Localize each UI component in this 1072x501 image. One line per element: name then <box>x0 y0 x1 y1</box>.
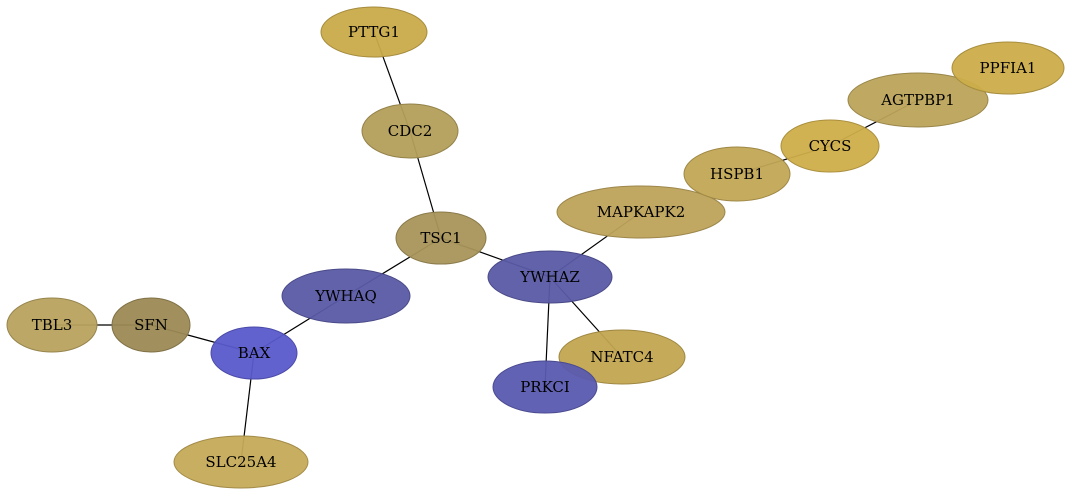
node-label-ywhaq: YWHAQ <box>314 287 377 305</box>
node-label-mapkapk2: MAPKAPK2 <box>597 203 686 221</box>
node-label-bax: BAX <box>238 344 271 362</box>
node-shape-mapkapk2 <box>556 185 726 239</box>
node-label-prkci: PRKCI <box>520 378 570 396</box>
node-shape-pttg1 <box>320 6 428 58</box>
node-label-sfn: SFN <box>134 316 168 334</box>
node-label-hspb1: HSPB1 <box>710 165 764 183</box>
node-label-nfatc4: NFATC4 <box>590 348 653 366</box>
node-shape-prkci <box>492 360 598 414</box>
node-label-cdc2: CDC2 <box>388 122 433 140</box>
node-sfn[interactable]: SFN <box>111 297 191 353</box>
edges-layer <box>52 31 919 463</box>
node-shape-cycs <box>780 119 880 173</box>
node-label-ywhaz: YWHAZ <box>519 268 580 286</box>
node-tbl3[interactable]: TBL3 <box>6 297 98 353</box>
node-shape-ywhaq <box>281 268 411 324</box>
node-shape-cdc2 <box>361 103 459 159</box>
node-ppfia1[interactable]: PPFIA1 <box>951 41 1065 95</box>
node-shape-sfn <box>111 297 191 353</box>
node-prkci[interactable]: PRKCI <box>492 360 598 414</box>
node-slc25a4[interactable]: SLC25A4 <box>173 435 309 489</box>
node-ywhaz[interactable]: YWHAZ <box>487 250 613 304</box>
node-shape-tbl3 <box>6 297 98 353</box>
node-shape-agtpbp1 <box>847 72 989 128</box>
node-label-pttg1: PTTG1 <box>348 23 400 41</box>
node-label-cycs: CYCS <box>809 137 852 155</box>
node-shape-ppfia1 <box>951 41 1065 95</box>
node-hspb1[interactable]: HSPB1 <box>683 146 791 202</box>
node-cycs[interactable]: CYCS <box>780 119 880 173</box>
node-mapkapk2[interactable]: MAPKAPK2 <box>556 185 726 239</box>
node-shape-hspb1 <box>683 146 791 202</box>
node-shape-nfatc4 <box>558 329 686 385</box>
node-bax[interactable]: BAX <box>210 326 298 380</box>
node-shape-slc25a4 <box>173 435 309 489</box>
node-shape-tsc1 <box>395 211 487 265</box>
node-shape-bax <box>210 326 298 380</box>
node-shape-ywhaz <box>487 250 613 304</box>
node-label-agtpbp1: AGTPBP1 <box>880 91 955 109</box>
node-pttg1[interactable]: PTTG1 <box>320 6 428 58</box>
node-label-tsc1: TSC1 <box>420 229 461 247</box>
node-ywhaq[interactable]: YWHAQ <box>281 268 411 324</box>
node-cdc2[interactable]: CDC2 <box>361 103 459 159</box>
node-tsc1[interactable]: TSC1 <box>395 211 487 265</box>
node-label-slc25a4: SLC25A4 <box>205 453 276 471</box>
node-label-ppfia1: PPFIA1 <box>980 59 1037 77</box>
node-label-tbl3: TBL3 <box>32 316 73 334</box>
node-agtpbp1[interactable]: AGTPBP1 <box>847 72 989 128</box>
node-nfatc4[interactable]: NFATC4 <box>558 329 686 385</box>
